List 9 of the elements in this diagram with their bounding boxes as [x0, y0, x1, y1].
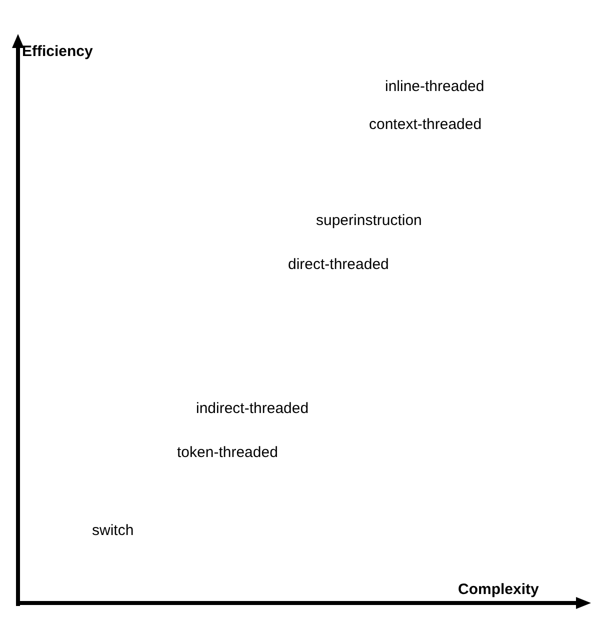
data-label: switch [92, 522, 134, 540]
data-label: indirect-threaded [196, 400, 309, 418]
axis-label: Efficiency [22, 43, 93, 61]
data-label: context-threaded [369, 116, 482, 134]
data-label: inline-threaded [385, 78, 484, 96]
axis-label: Complexity [458, 581, 539, 599]
data-label: token-threaded [177, 444, 278, 462]
data-label: direct-threaded [288, 256, 389, 274]
data-label: superinstruction [316, 212, 422, 230]
